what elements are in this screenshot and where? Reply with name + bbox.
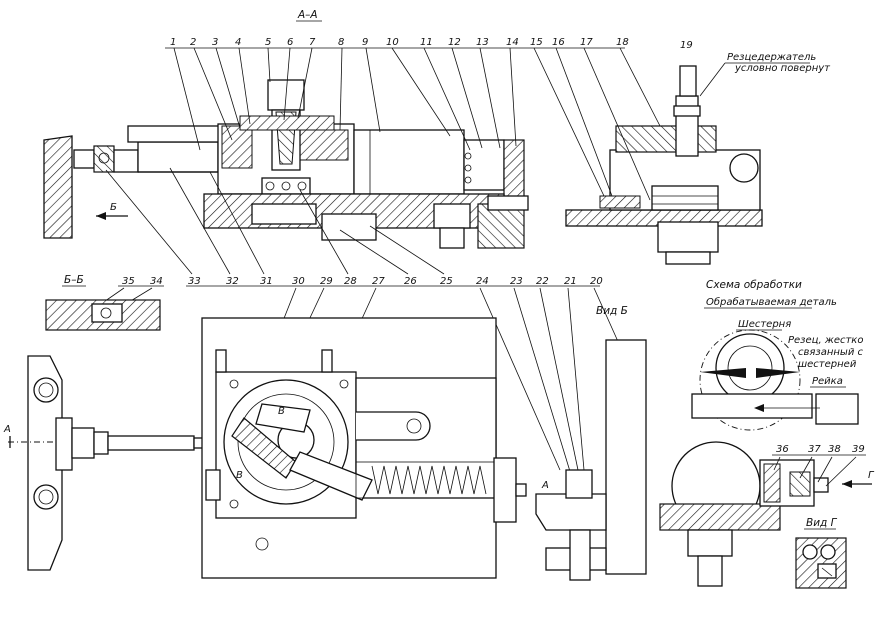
callout-6: 6 — [287, 37, 293, 48]
callout-5: 5 — [265, 37, 271, 48]
callout-15: 15 — [530, 37, 543, 48]
toolholder-note-line2: условно повернут — [734, 63, 831, 74]
callout-17: 17 — [580, 37, 593, 48]
view-g: Вид Г — [795, 517, 847, 589]
arrow-a-left-label: А — [3, 424, 11, 435]
callout-9: 9 — [362, 37, 368, 48]
callout-13: 13 — [476, 37, 489, 48]
arrow-b-label: Б — [110, 202, 117, 213]
left-clamp: А — [3, 355, 209, 571]
callout-11: 11 — [420, 37, 433, 48]
callout-10: 10 — [386, 37, 399, 48]
callout-30: 30 — [292, 276, 305, 287]
callout-37: 37 — [808, 444, 821, 455]
callout-25: 25 — [440, 276, 453, 287]
callout-14: 14 — [506, 37, 519, 48]
workpiece-note: Обрабатываемая деталь — [706, 296, 837, 308]
callout-32: 32 — [226, 276, 239, 287]
callout-18: 18 — [616, 37, 629, 48]
callout-39: 39 — [852, 444, 865, 455]
section-aa-title: А–А — [297, 9, 318, 21]
callout-35: 35 — [122, 276, 135, 287]
callouts-bottom: 33 32 31 30 29 28 27 26 25 24 23 22 21 2… — [105, 167, 621, 479]
scheme-title: Схема обработки — [706, 279, 802, 291]
callouts-top: 1 2 3 4 5 6 7 8 9 10 11 12 13 14 15 16 1… — [165, 37, 693, 201]
lower-right-view: Г 36 37 38 39 — [659, 441, 875, 587]
callout-1: 1 — [170, 37, 176, 48]
section-bb-title: Б–Б — [64, 274, 84, 286]
callout-4: 4 — [235, 37, 241, 48]
toolholder-note-line1: Резцедержатель — [727, 52, 816, 63]
callout-31: 31 — [260, 276, 273, 287]
callout-2: 2 — [190, 37, 196, 48]
callout-24: 24 — [476, 276, 489, 287]
toolholder-section: Резцедержатель условно повернут — [565, 52, 831, 265]
view-b: Вид Б А — [535, 305, 647, 581]
cutter-note-line2: связанный с — [798, 347, 864, 358]
callout-21: 21 — [564, 276, 577, 287]
machining-scheme: Схема обработки Обрабатываемая деталь Ше… — [691, 279, 864, 431]
cutter-note-line1: Резец, жестко — [788, 335, 863, 346]
callout-12: 12 — [448, 37, 461, 48]
callout-7: 7 — [309, 37, 316, 48]
callout-20: 20 — [590, 276, 603, 287]
plan-view: В В — [201, 317, 527, 579]
section-aa-view: Б — [43, 79, 529, 249]
cutter-note-line3: шестерней — [798, 359, 857, 370]
callout-19: 19 — [680, 40, 693, 51]
callout-23: 23 — [510, 276, 523, 287]
callout-8: 8 — [338, 37, 344, 48]
callout-22: 22 — [536, 276, 549, 287]
callout-28: 28 — [344, 276, 357, 287]
callout-38: 38 — [828, 444, 841, 455]
rack-note: Рейка — [812, 376, 843, 387]
callout-33: 33 — [188, 276, 201, 287]
view-g-title: Вид Г — [806, 517, 838, 529]
mark-v1: В — [278, 406, 285, 417]
arrow-g-label: Г — [868, 470, 875, 481]
callout-34: 34 — [150, 276, 163, 287]
arrow-a-right-label: А — [541, 480, 549, 491]
callout-27: 27 — [372, 276, 385, 287]
callout-26: 26 — [404, 276, 417, 287]
mark-v2: В — [236, 470, 243, 481]
callout-16: 16 — [552, 37, 565, 48]
callout-29: 29 — [320, 276, 333, 287]
callout-3: 3 — [212, 37, 218, 48]
section-bb: Б–Б 35 34 — [45, 274, 164, 331]
view-b-title: Вид Б — [596, 305, 628, 317]
callout-36: 36 — [776, 444, 789, 455]
gear-note: Шестерня — [738, 319, 791, 330]
